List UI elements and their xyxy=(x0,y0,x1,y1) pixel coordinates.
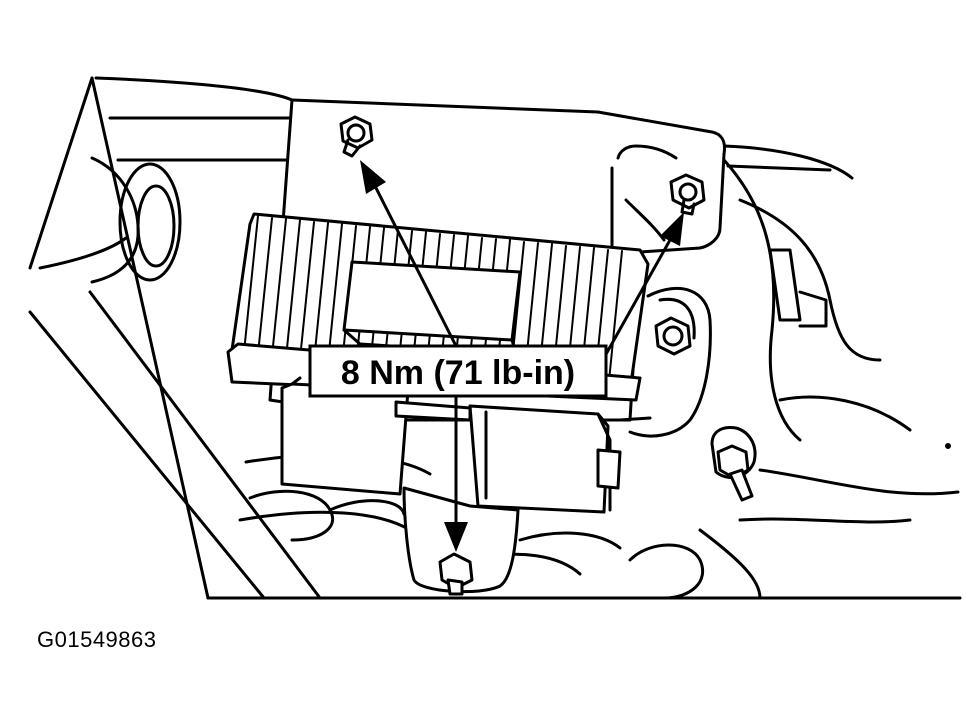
figure-id: G01549863 xyxy=(37,627,157,652)
left-pipe xyxy=(28,156,322,600)
right-components xyxy=(628,158,960,600)
arrow-icon xyxy=(444,394,468,552)
bolt-icon xyxy=(654,316,692,356)
arrow-icon xyxy=(360,160,458,348)
torque-callout: 8 Nm (71 lb-in) xyxy=(308,344,608,398)
bolt-icon xyxy=(669,173,706,216)
bracket-arm xyxy=(618,286,712,438)
arrow-icon xyxy=(594,212,684,374)
bolt-icon xyxy=(710,426,757,502)
bolt-icon xyxy=(438,552,474,596)
bolt-icon xyxy=(339,115,374,158)
engine-frame xyxy=(28,76,962,600)
torque-spec-label: 8 Nm (71 lb-in) xyxy=(341,354,575,392)
